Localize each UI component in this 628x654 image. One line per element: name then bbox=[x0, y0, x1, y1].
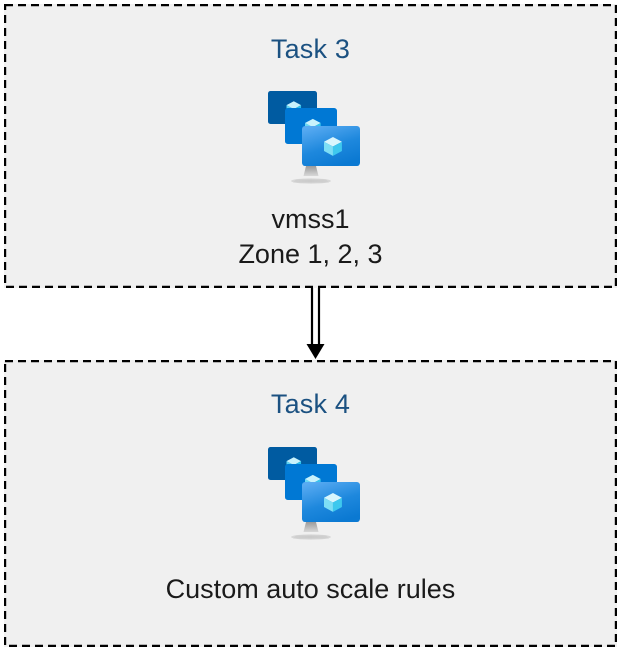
vmss-icon bbox=[267, 91, 360, 184]
caption-line: Custom auto scale rules bbox=[165, 574, 456, 604]
caption-line: vmss1 bbox=[271, 204, 350, 234]
task-box-task-3[interactable]: Task 3 bbox=[4, 4, 617, 288]
page-title-task-3: Task 3 bbox=[270, 34, 351, 64]
page-title-task-4: Task 4 bbox=[270, 389, 351, 419]
caption-line: Zone 1, 2, 3 bbox=[238, 239, 383, 270]
task-box-task-4[interactable]: Task 4 bbox=[4, 360, 617, 647]
caption-task-3: vmss1 Zone 1, 2, 3 bbox=[238, 202, 382, 272]
connector-arrow-task3-to-task4 bbox=[306, 288, 325, 359]
caption-task-4: Custom auto scale rules bbox=[166, 572, 456, 607]
vmss-icon-wrap-4 bbox=[262, 440, 360, 540]
vmss-icon-wrap-3 bbox=[262, 84, 360, 184]
vmss-icon bbox=[267, 447, 360, 540]
